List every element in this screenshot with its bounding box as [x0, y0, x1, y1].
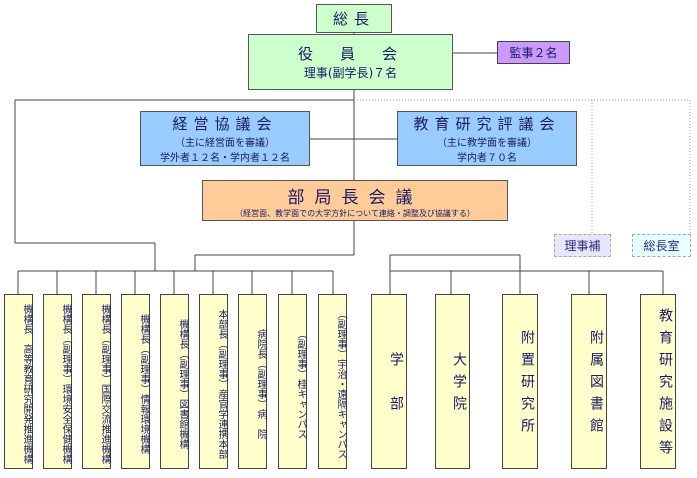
unit-box-7: 病院長（副理事）病 院 [238, 294, 267, 469]
education-council-title: 教育研究評議会 [413, 115, 561, 133]
officers-subtitle: 理事(副学長)７名 [303, 66, 398, 80]
unit-box-1: 機構長 高等教育研究開発推進機構 [4, 294, 33, 469]
division-label: 附属図書館 [588, 329, 604, 440]
deans-meeting-title: 部局長会議 [287, 187, 423, 208]
unit-box-4: 機構長（副理事）情報環境機構 [121, 294, 150, 469]
management-council-box: 経営協議会 （主に経営面を審議） 学外者１２名・学内者１２名 [140, 111, 310, 166]
president-office-box: 総長室 [632, 234, 691, 257]
unit-label: （副理事）宇治・遠隔キャンパス [335, 308, 346, 459]
education-council-note: （主に教学面を審議） [437, 138, 537, 149]
officers-box: 役 員 会 理事(副学長)７名 [248, 34, 453, 90]
auditors-box: 監事２名 [497, 41, 570, 64]
president-box: 総長 [316, 4, 392, 33]
unit-label: 本部長（副理事）産官学連携本部 [216, 308, 227, 459]
division-label: 学 部 [388, 351, 404, 418]
unit-box-8: （副理事）桂キャンパス [278, 294, 307, 469]
unit-box-2: 機構長（副理事）環境安全保健機構 [43, 294, 72, 469]
management-council-note: （主に経営面を審議） [175, 138, 275, 149]
auditors-label: 監事２名 [509, 46, 558, 60]
assistant-label: 理事補 [564, 239, 601, 253]
division-box-graduate-school: 大学院 [435, 294, 470, 469]
division-box-research-institutes: 附置研究所 [502, 294, 538, 469]
unit-label: 病院長（副理事）病 院 [255, 328, 266, 439]
president-office-label: 総長室 [643, 239, 680, 253]
management-council-title: 経営協議会 [172, 115, 278, 133]
unit-label: 機構長 高等教育研究開発推進機構 [21, 303, 32, 464]
division-label: 附置研究所 [519, 329, 535, 440]
education-council-members: 学内者７０名 [457, 153, 517, 164]
division-box-facilities: 教育研究施設等 [640, 294, 676, 469]
unit-label: 機構長（副理事）国際交流推進機構 [99, 303, 110, 464]
deans-meeting-note: （経営面、教学面での大学方針について連絡・調整及び協議する） [235, 208, 475, 218]
management-council-members: 学外者１２名・学内者１２名 [160, 153, 290, 164]
unit-label: 機構長（副理事）環境安全保健機構 [60, 303, 71, 464]
unit-box-5: 機構長（副理事）図書館機構 [160, 294, 189, 469]
assistant-box: 理事補 [554, 234, 611, 257]
unit-label: 機構長（副理事）図書館機構 [177, 318, 188, 449]
education-council-box: 教育研究評議会 （主に教学面を審議） 学内者７０名 [397, 111, 577, 166]
unit-box-9: （副理事）宇治・遠隔キャンパス [318, 294, 347, 469]
deans-meeting-box: 部局長会議 （経営面、教学面での大学方針について連絡・調整及び協議する） [202, 180, 508, 221]
unit-box-3: 機構長（副理事）国際交流推進機構 [82, 294, 111, 469]
division-label: 教育研究施設等 [657, 307, 673, 462]
division-label: 大学院 [451, 351, 467, 418]
unit-box-6: 本部長（副理事）産官学連携本部 [199, 294, 228, 469]
unit-label: （副理事）桂キャンパス [295, 328, 306, 439]
unit-label: 機構長（副理事）情報環境機構 [138, 313, 149, 454]
officers-title: 役 員 会 [297, 45, 403, 63]
president-label: 総長 [332, 10, 375, 28]
division-box-faculties: 学 部 [371, 294, 407, 469]
division-box-library: 附属図書館 [571, 294, 607, 469]
